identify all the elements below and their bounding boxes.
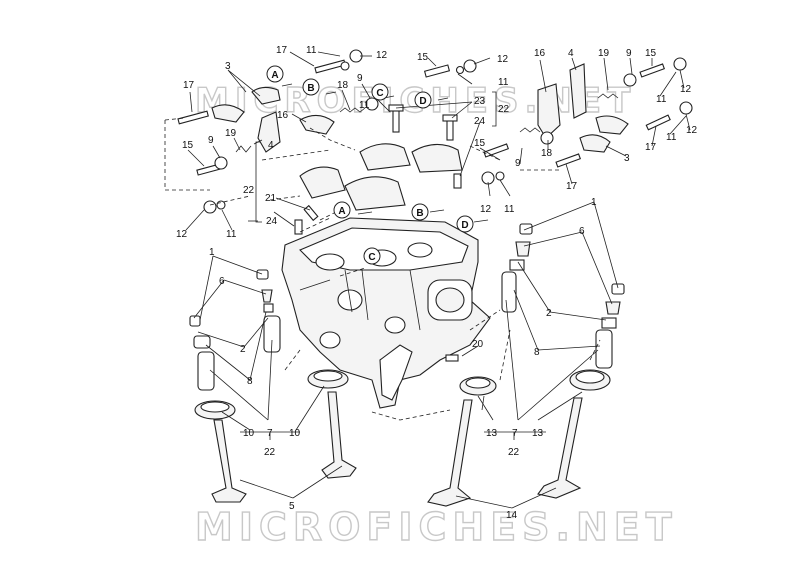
callout-11: 11 [656, 94, 667, 105]
callout-12: 12 [376, 50, 388, 61]
callout-11: 11 [359, 100, 370, 111]
left-valve-group [189, 269, 357, 503]
callout-11: 11 [226, 229, 237, 240]
callout-11: 11 [498, 77, 509, 88]
callout-22: 22 [243, 185, 255, 196]
circle-letter-d-head: D [456, 215, 474, 233]
callout-17: 17 [645, 142, 657, 153]
dowel-24-left [294, 219, 303, 235]
callout-9: 9 [357, 73, 363, 84]
callout-13: 13 [486, 428, 498, 439]
direction-arrows [281, 83, 489, 223]
circle-letter-d-top: D [414, 91, 432, 109]
callout-14: 14 [506, 510, 518, 521]
callout-11: 11 [504, 204, 515, 215]
callout-12: 12 [176, 229, 188, 240]
callout-8: 8 [534, 347, 540, 358]
pin-20 [445, 354, 459, 362]
callout-1: 1 [209, 247, 215, 258]
callout-2: 2 [546, 308, 552, 319]
callout-12: 12 [480, 204, 492, 215]
callout-22: 22 [498, 104, 510, 115]
dowel-24-right [453, 173, 462, 189]
cam-caps [299, 143, 463, 211]
callout-5: 5 [289, 501, 295, 512]
callout-4: 4 [268, 140, 274, 151]
callout-17: 17 [183, 80, 195, 91]
callout-10: 10 [289, 428, 301, 439]
callout-11: 11 [306, 45, 317, 56]
callout-16: 16 [534, 48, 546, 59]
circle-letter-c-head: C [363, 247, 381, 265]
svg-text:C: C [376, 88, 383, 99]
left-rocker-assembly [177, 49, 379, 214]
callout-4: 4 [568, 48, 574, 59]
svg-text:B: B [416, 208, 423, 219]
svg-text:D: D [419, 96, 426, 107]
circle-letter-a-head: A [333, 201, 351, 219]
callout-9: 9 [626, 48, 632, 59]
callout-22: 22 [508, 447, 520, 458]
callout-20: 20 [472, 339, 484, 350]
callout-6: 6 [579, 226, 585, 237]
leader-lines [185, 51, 691, 509]
callout-19: 19 [598, 48, 610, 59]
callout-9: 9 [208, 135, 214, 146]
bracket-22-left [255, 141, 262, 223]
circle-letter-b-top: B [302, 78, 320, 96]
callout-23: 23 [474, 96, 486, 107]
assembly-lines [164, 117, 601, 421]
callout-12: 12 [686, 125, 698, 136]
fasteners-top-center [423, 59, 477, 78]
svg-text:A: A [271, 70, 278, 81]
circle-letter-b-head: B [411, 203, 429, 221]
callout-17: 17 [276, 45, 288, 56]
callout-19: 19 [225, 128, 237, 139]
callout-numbers: 3 17 11 12 17 18 9 16 11 4 9 19 15 22 21… [176, 45, 698, 521]
callout-16: 16 [277, 110, 289, 121]
callout-15: 15 [645, 48, 657, 59]
right-rocker-assembly [481, 57, 693, 185]
callout-12: 12 [497, 54, 509, 65]
callout-21: 21 [265, 193, 277, 204]
callout-13: 13 [532, 428, 544, 439]
callout-15: 15 [417, 52, 429, 63]
callout-24: 24 [266, 216, 278, 227]
callout-15: 15 [182, 140, 194, 151]
watermark-bottom: MICROFICHES.NET [195, 505, 678, 549]
callout-3: 3 [225, 61, 231, 72]
svg-text:B: B [307, 83, 314, 94]
callout-22: 22 [264, 447, 276, 458]
circle-letter-a-top: A [266, 65, 284, 83]
callout-1: 1 [591, 197, 597, 208]
callout-2: 2 [240, 344, 246, 355]
callout-12: 12 [680, 84, 692, 95]
callout-8: 8 [247, 376, 253, 387]
callout-15: 15 [474, 138, 486, 149]
right-valve-group [427, 223, 625, 507]
circle-letter-c-top: C [371, 83, 389, 101]
callout-24: 24 [474, 116, 486, 127]
svg-text:C: C [368, 252, 375, 263]
callout-10: 10 [243, 428, 255, 439]
callout-11: 11 [666, 132, 677, 143]
callout-9: 9 [515, 158, 521, 169]
callout-3: 3 [624, 153, 630, 164]
svg-text:A: A [338, 206, 345, 217]
bracket-22-top [492, 91, 497, 127]
callout-18: 18 [541, 148, 553, 159]
callout-6: 6 [219, 276, 225, 287]
svg-text:D: D [461, 220, 468, 231]
callout-17: 17 [566, 181, 578, 192]
callout-7: 7 [512, 428, 518, 439]
pin-21 [303, 204, 319, 222]
callout-7: 7 [267, 428, 273, 439]
callout-18: 18 [337, 80, 349, 91]
